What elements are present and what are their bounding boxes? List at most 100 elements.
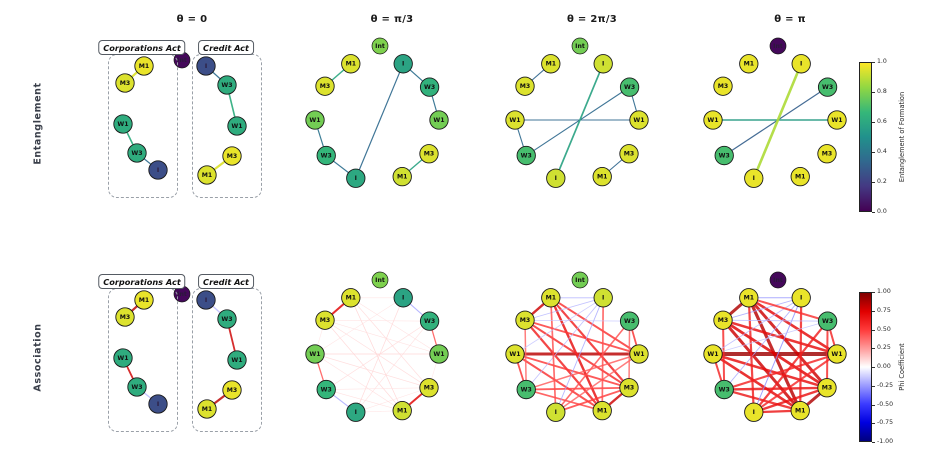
graph-edge xyxy=(549,296,640,355)
graph-node-l_i[interactable]: I xyxy=(546,168,566,188)
graph-node-int[interactable]: Int xyxy=(769,271,787,289)
graph-node-l_i[interactable]: I xyxy=(744,402,764,422)
graph-node-l_i[interactable]: I xyxy=(148,394,168,414)
graph-node-l_w1[interactable]: W1 xyxy=(305,344,325,364)
graph-edge xyxy=(324,319,440,355)
graph-node-l_w3[interactable]: W3 xyxy=(714,379,734,400)
graph-node-r_m3[interactable]: M3 xyxy=(619,378,639,398)
graph-node-int[interactable]: Int xyxy=(769,37,787,55)
graph-node-r_w1[interactable]: W1 xyxy=(827,344,847,364)
graph-node-l_m1[interactable]: M1 xyxy=(341,54,361,74)
graph-node-l_m1[interactable]: M1 xyxy=(541,54,561,74)
graph-node-r_m1[interactable]: M1 xyxy=(790,166,810,187)
node-circle xyxy=(629,110,649,130)
graph-node-l_m1[interactable]: M1 xyxy=(739,54,759,74)
graph-node-r_w3[interactable]: W3 xyxy=(619,77,640,97)
node-circle xyxy=(571,271,589,289)
graph-node-int[interactable]: Int xyxy=(571,37,589,55)
graph-edge xyxy=(524,297,604,321)
graph-node-l_m3[interactable]: M3 xyxy=(315,310,335,330)
graph-node-r_w1[interactable]: W1 xyxy=(629,344,649,364)
graph-node-l_w1[interactable]: W1 xyxy=(703,110,723,130)
graph-edge xyxy=(752,320,829,414)
column-title-theta-0: θ = 0 xyxy=(176,14,208,25)
graph-node-r_w1[interactable]: W1 xyxy=(429,344,449,364)
graph-node-r_m1[interactable]: M1 xyxy=(790,400,810,421)
graph-node-r_w1[interactable]: W1 xyxy=(629,110,649,130)
graph-node-l_w3[interactable]: W3 xyxy=(516,379,536,400)
graph-node-r_m3[interactable]: M3 xyxy=(419,378,439,398)
node-circle xyxy=(392,166,412,187)
colorbar-tick-label: 0.00 xyxy=(877,363,891,370)
graph-node-int[interactable]: Int xyxy=(571,271,589,289)
graph-node-l_w1[interactable]: W1 xyxy=(505,110,525,130)
graph-node-l_m1[interactable]: M1 xyxy=(541,288,561,308)
graph-edge xyxy=(324,319,430,322)
graph-node-l_w1[interactable]: W1 xyxy=(305,110,325,130)
graph-node-r_m3[interactable]: M3 xyxy=(619,144,639,164)
colorbar-tickmark xyxy=(872,152,875,153)
graph-node-r_w3[interactable]: W3 xyxy=(817,77,838,97)
graph-node-r_m1[interactable]: M1 xyxy=(392,166,412,187)
graph-node-r_w3[interactable]: W3 xyxy=(419,77,440,97)
graph-node-l_w3[interactable]: W3 xyxy=(516,145,536,166)
graph-node-l_w3[interactable]: W3 xyxy=(316,379,336,400)
node-circle xyxy=(305,110,325,130)
graph-node-r_w3[interactable]: W3 xyxy=(619,311,640,331)
graph-node-r_i[interactable]: I xyxy=(791,288,811,308)
graph-node-r_i[interactable]: I xyxy=(393,54,413,74)
graph-edge xyxy=(723,388,802,412)
graph-node-l_m1[interactable]: M1 xyxy=(341,288,361,308)
graph-node-r_m1[interactable]: M1 xyxy=(392,400,412,421)
colorbar-tick-label: 0.25 xyxy=(877,344,891,352)
graph-node-r_m3[interactable]: M3 xyxy=(817,378,837,398)
graph-node-l_w1[interactable]: W1 xyxy=(505,344,525,364)
graph-node-r_i[interactable]: I xyxy=(593,288,613,308)
node-circle xyxy=(197,165,217,185)
graph-node-l_w3[interactable]: W3 xyxy=(714,145,734,166)
graph-node-r_m3[interactable]: M3 xyxy=(817,144,837,164)
graph-node-l_i[interactable]: I xyxy=(346,168,366,188)
graph-edge xyxy=(325,387,430,390)
graph-node-r_m1[interactable]: M1 xyxy=(592,400,612,421)
graph-node-l_m3[interactable]: M3 xyxy=(515,310,535,330)
graph-edge xyxy=(721,318,802,413)
graph-node-r_i[interactable]: I xyxy=(196,56,216,76)
graph-node-r_w3[interactable]: W3 xyxy=(817,311,838,331)
graph-node-r_w3[interactable]: W3 xyxy=(419,311,440,331)
graph-node-r_w1[interactable]: W1 xyxy=(429,110,449,130)
graph-node-r_m1[interactable]: M1 xyxy=(592,166,612,187)
graph-edge xyxy=(752,62,803,180)
graph-node-l_m1[interactable]: M1 xyxy=(739,288,759,308)
graph-node-l_i[interactable]: I xyxy=(744,168,764,188)
graph-node-l_i[interactable]: I xyxy=(346,402,366,422)
graph-node-r_m3[interactable]: M3 xyxy=(419,144,439,164)
graph-node-l_m3[interactable]: M3 xyxy=(315,76,335,96)
graph-node-int[interactable]: Int xyxy=(371,37,389,55)
graph-edge xyxy=(514,353,630,389)
graph-node-l_i[interactable]: I xyxy=(546,402,566,422)
graph-node-int[interactable]: Int xyxy=(371,271,389,289)
graph-node-r_i[interactable]: I xyxy=(393,288,413,308)
graph-node-l_m3[interactable]: M3 xyxy=(713,310,733,330)
graph-node-l_m3[interactable]: M3 xyxy=(713,76,733,96)
graph-node-l_w1[interactable]: W1 xyxy=(703,344,723,364)
node-circle xyxy=(217,75,237,95)
node-circle xyxy=(713,310,733,330)
colorbar-title: Entanglement of Formation xyxy=(898,91,906,183)
node-circle xyxy=(739,54,759,74)
graph-edge xyxy=(525,297,604,390)
node-circle xyxy=(134,56,154,76)
colorbar-tickmark xyxy=(872,310,875,312)
graph-node-r_i[interactable]: I xyxy=(593,54,613,74)
graph-node-l_w3[interactable]: W3 xyxy=(316,145,336,166)
graph-edge xyxy=(601,296,605,412)
graph-node-r_w1[interactable]: W1 xyxy=(827,110,847,130)
node-circle xyxy=(341,288,361,308)
graph-node-l_m3[interactable]: M3 xyxy=(515,76,535,96)
graph-node-r_i[interactable]: I xyxy=(791,54,811,74)
